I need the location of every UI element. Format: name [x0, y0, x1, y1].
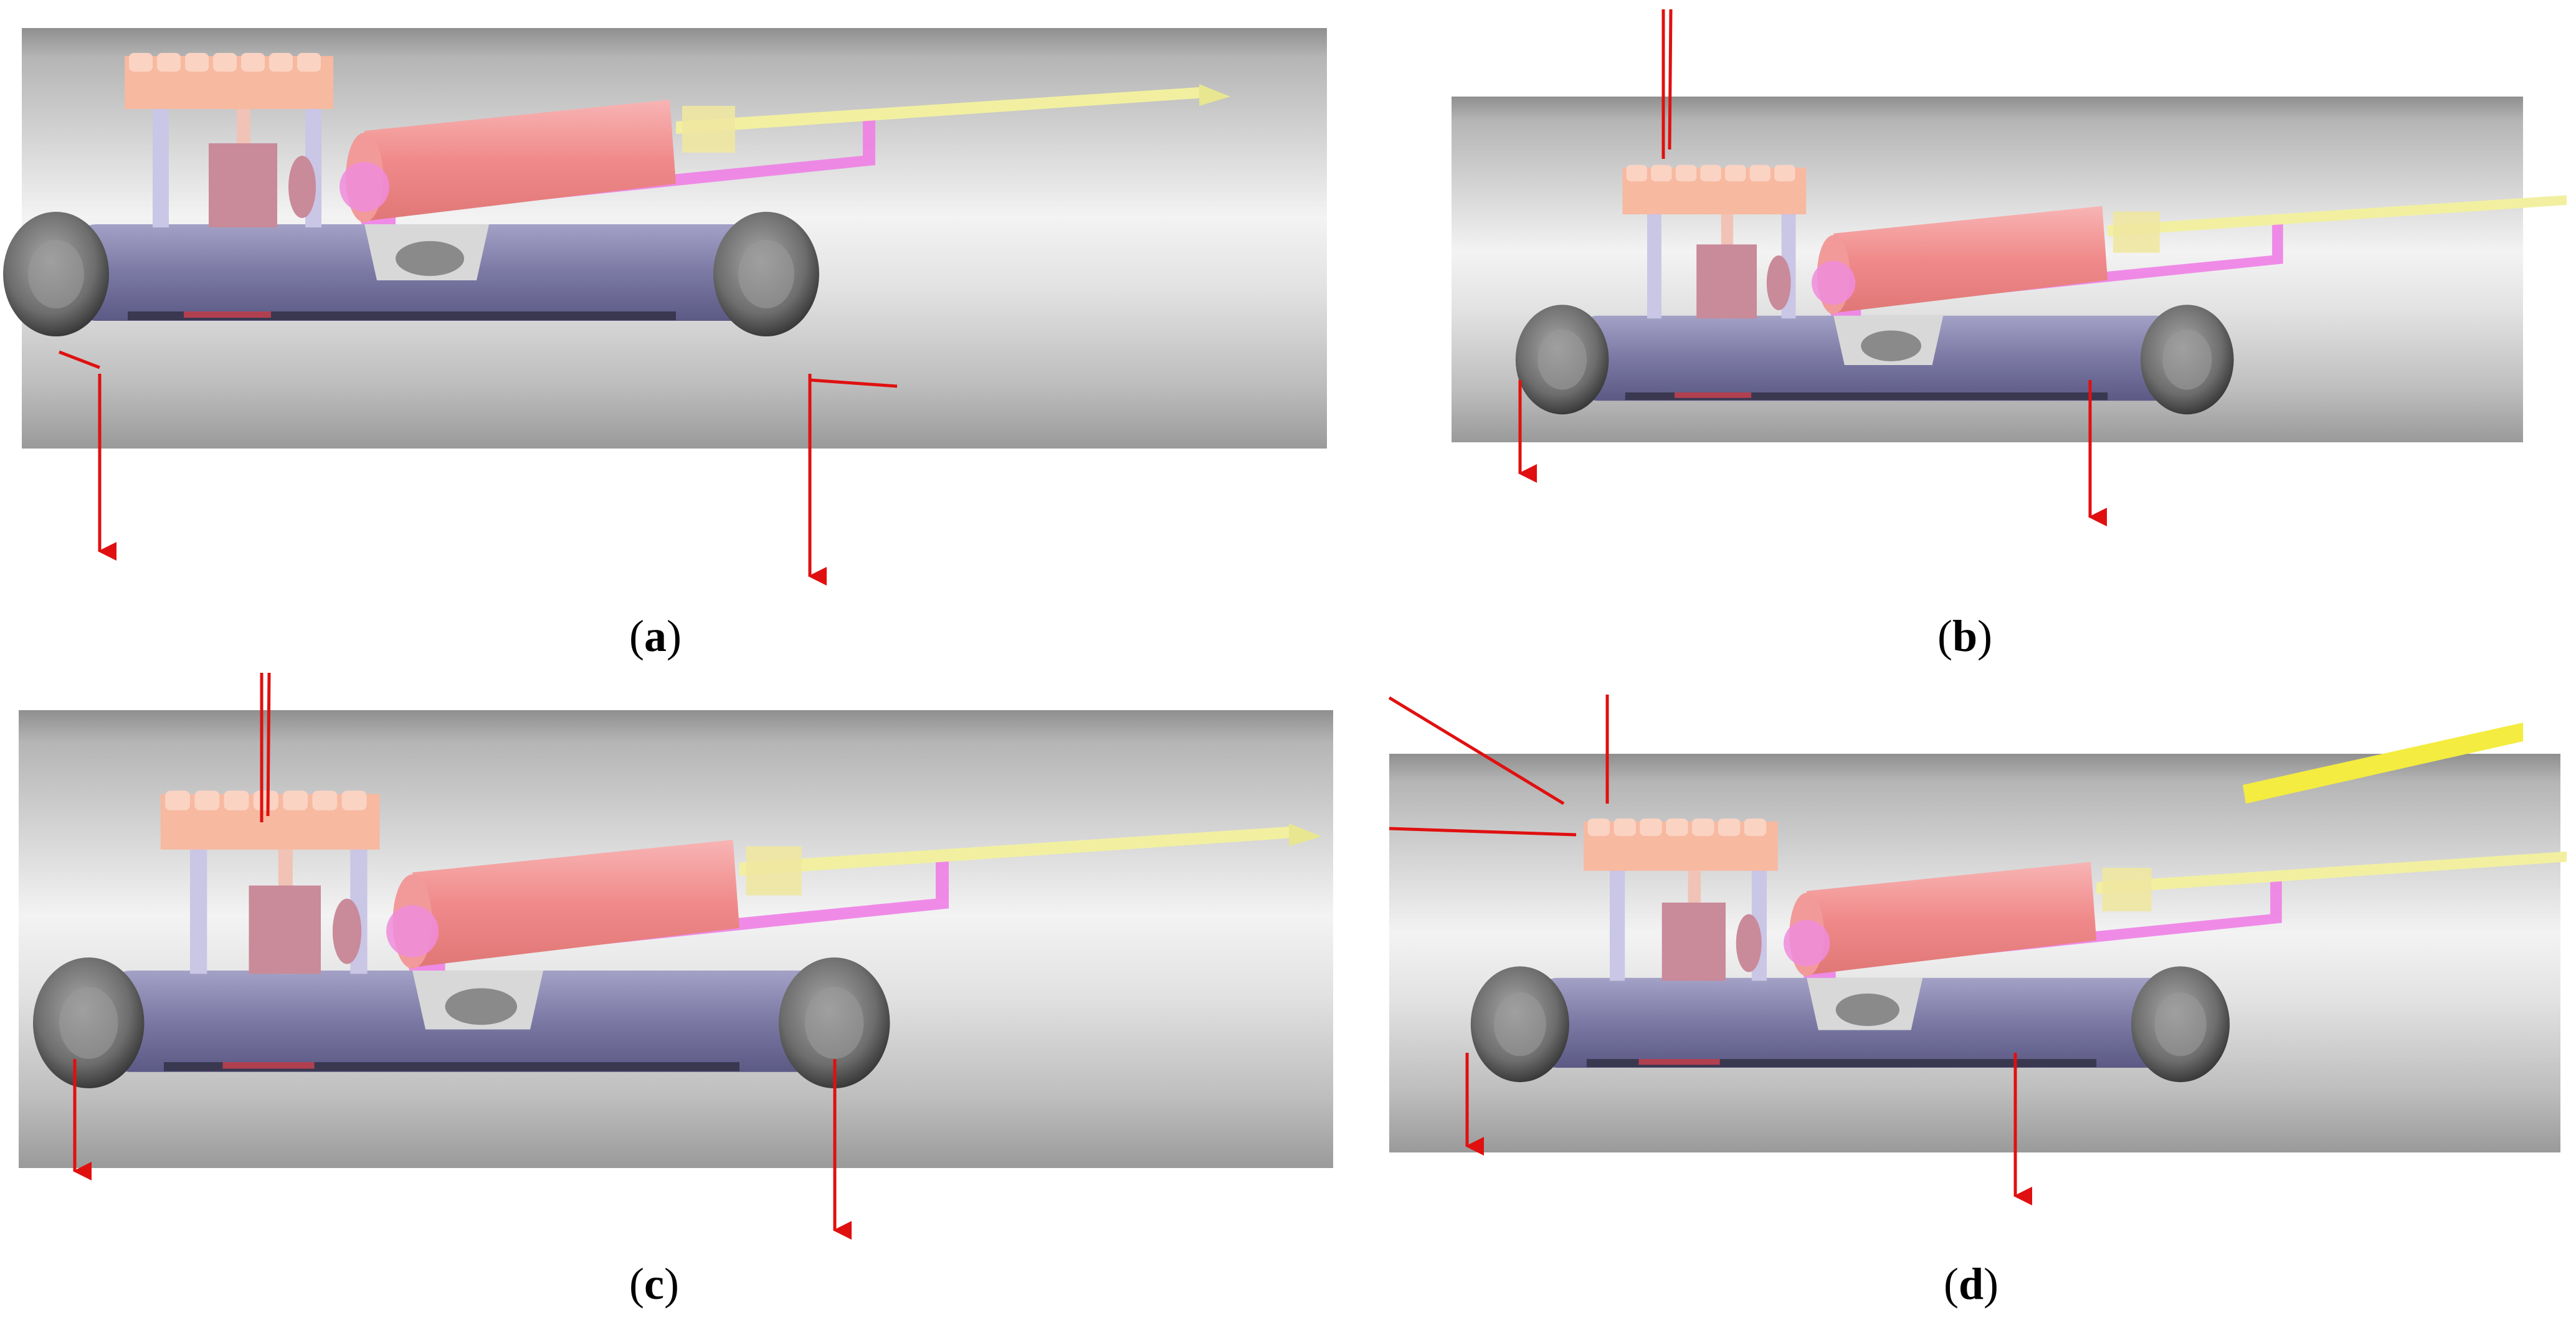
panel-a: (a) [0, 0, 1333, 661]
panel-c-illustration [19, 672, 1333, 1240]
caption-b: (b) [1937, 611, 1993, 661]
panel-a-illustration [3, 28, 1327, 586]
panel-b-illustration [1452, 9, 2567, 526]
panel-c: (c) [0, 660, 1333, 1327]
force-arrows [1518, 9, 2107, 526]
panel-b: (b) [1445, 0, 2567, 661]
caption-d: (d) [1944, 1259, 1999, 1309]
panel-d: (d) [1383, 660, 2567, 1327]
caption-c: (c) [629, 1259, 679, 1309]
force-arrows [59, 350, 898, 586]
rod-tip [2243, 723, 2523, 804]
force-arrows [1388, 695, 2032, 1205]
pipe [19, 710, 1333, 1168]
caption-a: (a) [629, 611, 682, 661]
panel-d-illustration [1388, 695, 2567, 1205]
force-arrows [73, 672, 852, 1240]
